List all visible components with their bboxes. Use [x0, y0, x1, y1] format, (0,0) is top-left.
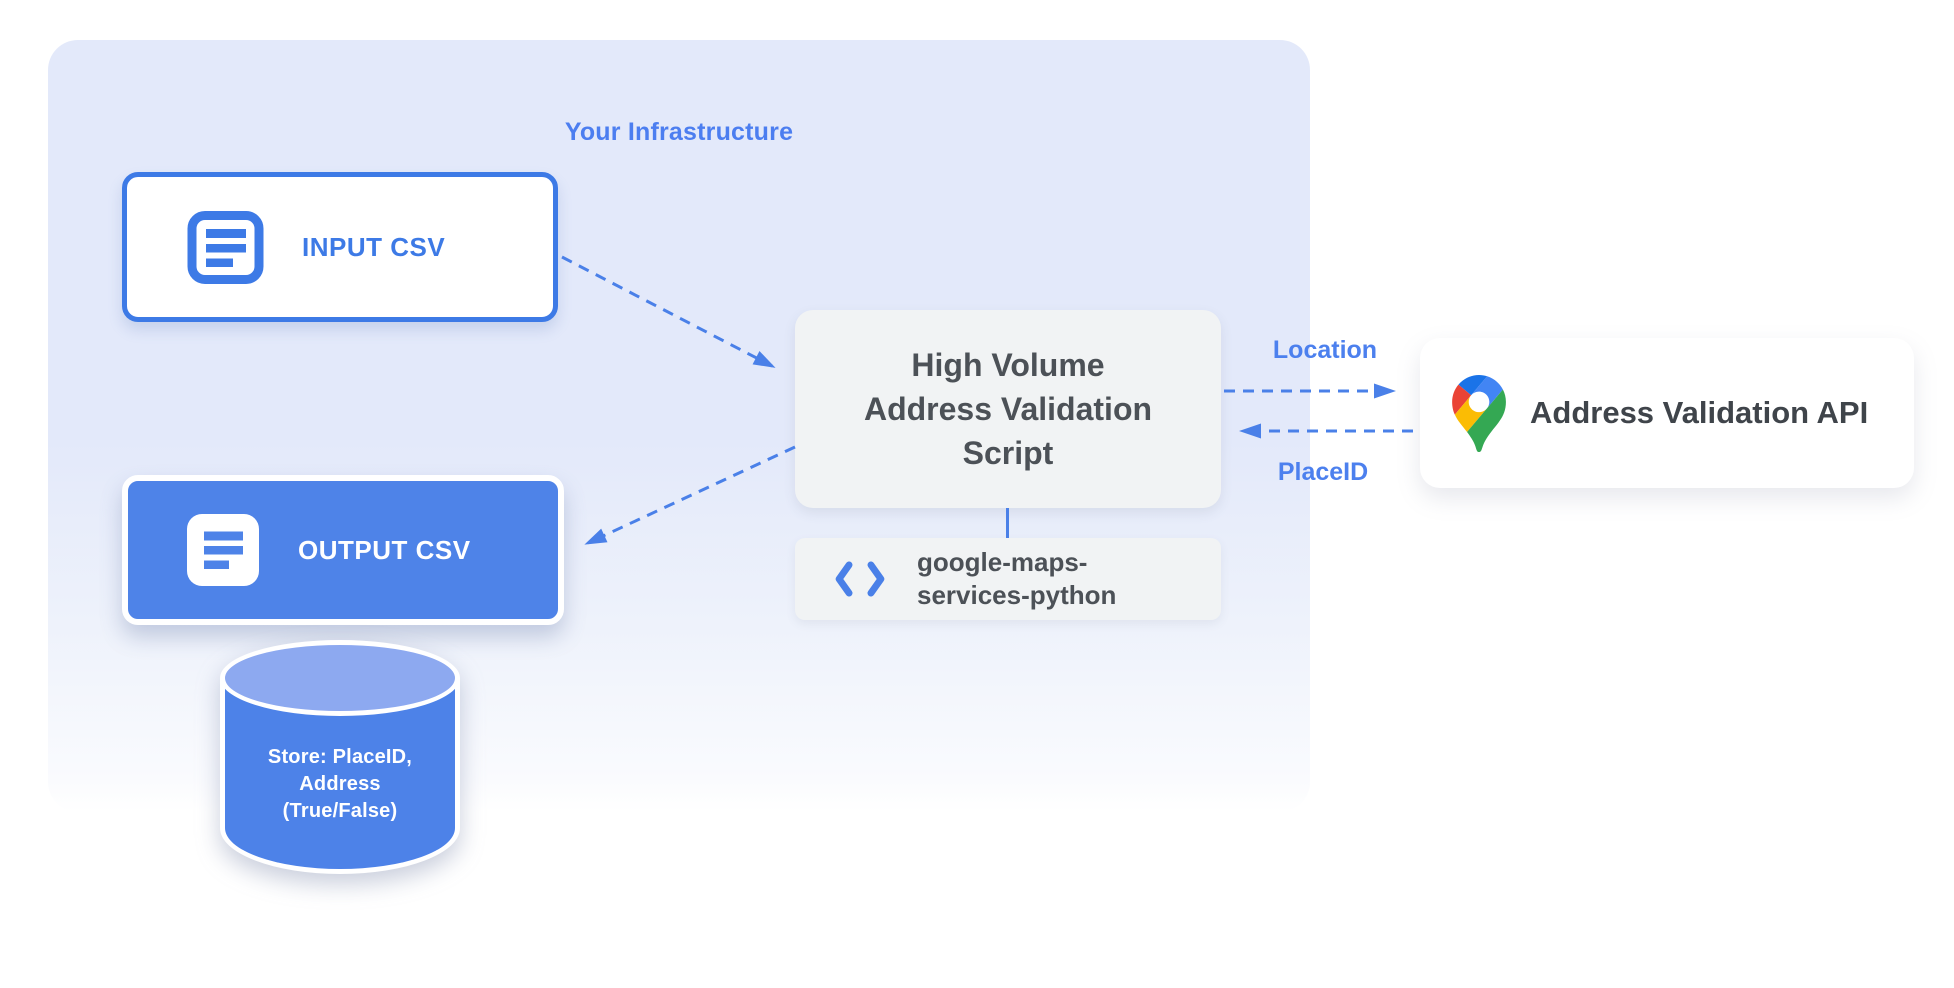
location-label: Location [1272, 336, 1378, 364]
library-box: google-maps- services-python [795, 538, 1221, 620]
script-library-connector [1006, 508, 1009, 538]
datastore-label: Store: PlaceID, Address (True/False) [267, 746, 413, 822]
document-icon [187, 210, 264, 284]
script-box: High Volume Address Validation Script [795, 310, 1221, 508]
library-label: google-maps- services-python [917, 547, 1117, 610]
api-label: Address Validation API [1530, 395, 1869, 430]
infrastructure-title: Your Infrastructure [564, 118, 794, 146]
output-csv-box: OUTPUT CSV [122, 475, 564, 625]
google-maps-pin-icon [1452, 374, 1506, 452]
input-csv-label: INPUT CSV [302, 231, 446, 262]
api-card: Address Validation API [1420, 338, 1914, 488]
input-csv-box: INPUT CSV [122, 172, 558, 322]
datastore-cylinder: Store: PlaceID, Address (True/False) [220, 640, 460, 874]
placeid-label: PlaceID [1277, 458, 1369, 486]
output-csv-label: OUTPUT CSV [298, 534, 471, 565]
script-label: High Volume Address Validation Script [863, 347, 1153, 471]
cylinder-top [220, 640, 460, 716]
document-icon-filled [187, 514, 259, 586]
code-icon [835, 561, 885, 597]
